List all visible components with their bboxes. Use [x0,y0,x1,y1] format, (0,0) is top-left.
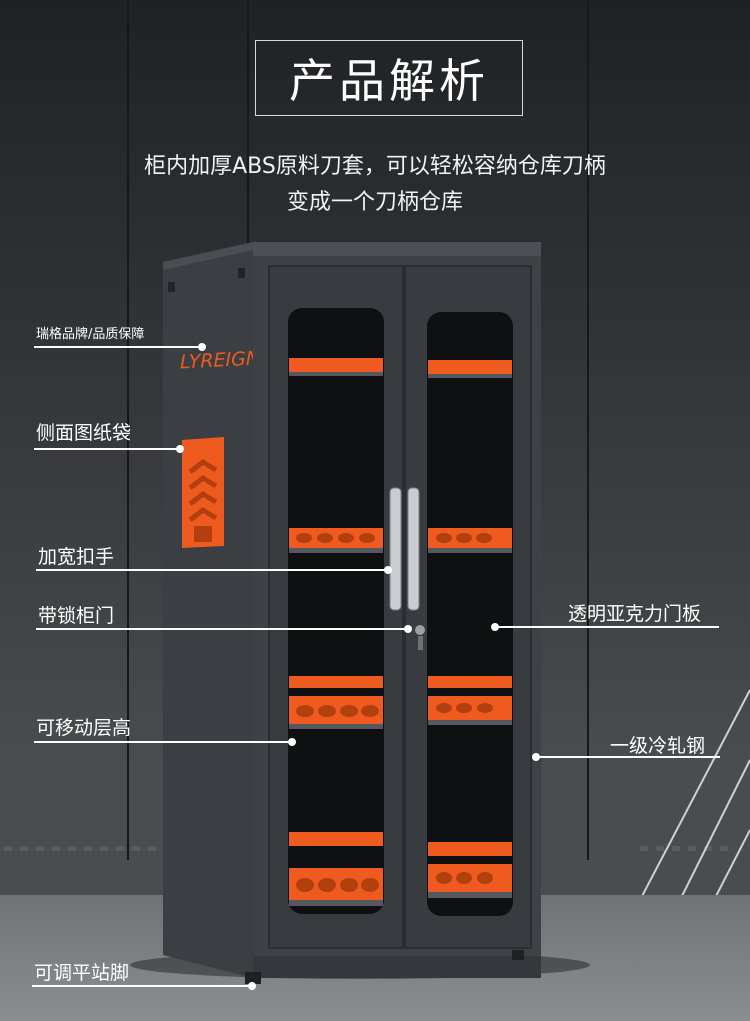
callout-acrylic-door: 透明亚克力门板 [568,603,702,625]
brand-logo: LYREIGN [180,347,260,373]
callout-lock-door: 带锁柜门 [38,605,115,627]
callout-handle-dot [384,566,392,574]
callout-feet-line [32,985,250,987]
page-title: 产品解析 [289,54,489,108]
callout-handle-line [36,569,386,571]
door-lock [415,625,425,635]
callout-steel-line [538,756,720,758]
callout-handle: 加宽扣手 [38,546,115,568]
callout-acrylic-door-dot [491,623,499,631]
callout-lock-door-line [36,628,406,630]
callout-drawing-bag: 侧面图纸袋 [36,422,132,444]
callout-drawing-bag-line [34,448,178,450]
callout-brand: 瑞格品牌/品质保障 [36,327,145,342]
handle-left [389,487,402,611]
subtitle-line2: 变成一个刀柄仓库 [286,190,463,215]
callout-adjustable-shelf-line [34,741,290,743]
callout-feet: 可调平站脚 [34,962,130,984]
callout-brand-line [34,346,200,348]
title-box: 产品解析 [255,40,523,116]
callout-brand-dot [198,343,206,351]
subtitle-line1: 柜内加厚ABS原料刀套，可以轻松容纳仓库刀柄 [144,154,606,179]
callout-steel: 一级冷轧钢 [610,735,706,757]
tool-holders [289,358,512,906]
callout-acrylic-door-line [497,626,719,628]
callout-feet-dot [248,982,256,990]
cabinet-side [163,242,253,978]
callout-adjustable-shelf: 可移动层高 [36,717,132,739]
callout-drawing-bag-dot [176,445,184,453]
callout-steel-dot [532,753,540,761]
callout-lock-door-dot [404,625,412,633]
callout-adjustable-shelf-dot [288,738,296,746]
handle-right [407,487,420,611]
right-glass [427,312,513,916]
drawing-bag [182,437,224,548]
left-glass [288,308,384,914]
